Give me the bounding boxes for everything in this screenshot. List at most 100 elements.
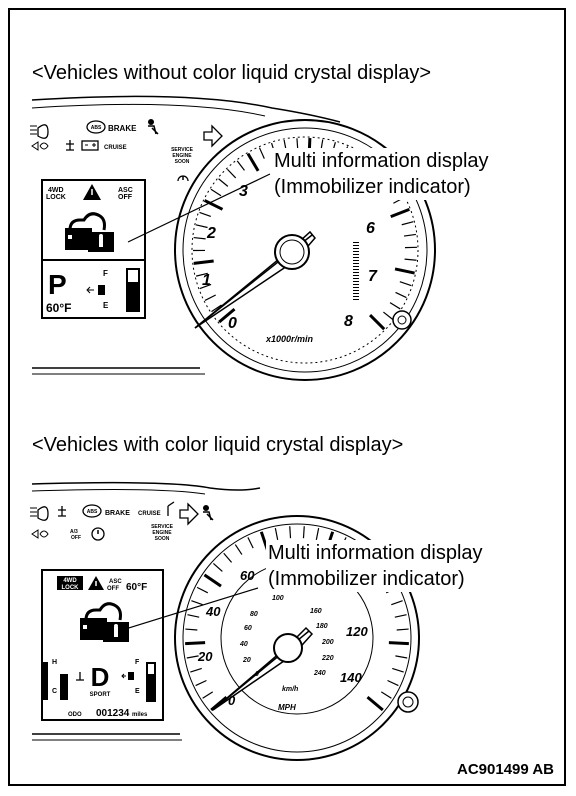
abs-icon: ABS [86,120,106,134]
mph-20: 20 [197,649,213,664]
mph-120: 120 [346,624,368,639]
airbag-icon [148,119,159,135]
cruise-label-2: CRUISE [138,511,161,517]
lock-label-2: LOCK [46,194,66,201]
service-label-b2: ENGINE [152,530,172,536]
gauge-tick [210,188,222,197]
a3-label-2: OFF [71,535,81,541]
gauge-tick [210,695,228,712]
gauge-tick [218,307,236,324]
lock-label-1: 4WD [48,187,64,194]
gauge-tick [223,552,233,563]
gauge-tick [380,691,392,699]
gauge-tick [395,655,408,659]
turn-signal-right-icon [203,124,223,148]
figure-code: AC901499 AB [457,761,554,778]
gauge-tick [394,614,407,618]
lamp-failure-icon [31,141,49,151]
kmh-80: 80 [250,611,258,618]
gauge-tick [196,586,209,594]
tach-3: 3 [239,183,248,200]
kmh-unit: km/h [282,686,298,693]
gauge-tick [403,233,416,237]
gauge-tick [203,199,224,211]
speed-hub [273,633,303,663]
kmh-240: 240 [313,670,326,677]
gauge-tick [246,152,260,172]
asc-label-b2: OFF [107,586,119,592]
gauge-tick [191,600,203,606]
gauge-tick [202,691,214,699]
gauge-tick [391,600,403,606]
bottom-fuel-e: E [135,688,140,695]
top-caption: <Vehicles without color liquid crystal d… [32,62,432,84]
figure-frame: ABS BRAKE CRUISE SERVICE ENGINE SOON [8,8,566,786]
gauge-tick [226,168,237,179]
immobilizer-icon-2 [80,602,129,642]
tach-0: 0 [228,315,237,332]
top-callout-line1: Multi information display [274,150,489,172]
mph-0: 0 [228,693,236,708]
gauge-tick [366,695,384,712]
airbag-icon-2 [203,505,214,521]
top-temp: 60°F [46,301,71,315]
gauge-tick [211,304,222,313]
gauge-tick [396,628,409,631]
odo-value: 001234 [96,708,130,719]
tach-1: 1 [202,272,211,289]
gauge-tick [390,208,410,219]
sport-mode: SPORT [90,692,111,698]
mph-140: 140 [340,670,362,685]
temp-bar [42,662,48,700]
fuel-pump-icon-2 [121,672,134,680]
tpms-icon [177,175,189,182]
gauge-tick [247,537,254,549]
service-label-2: ENGINE [172,153,192,159]
service-label-3: SOON [175,159,190,165]
gauge-tick [199,283,212,290]
fog-light-icon [30,124,49,139]
kmh-0: 0 [255,671,259,678]
engine-temp-icon [66,140,74,151]
bottom-callout: Multi information display (Immobilizer i… [266,540,485,592]
bottom-callout-line1: Multi information display [268,542,483,564]
bottom-fuel-bar [146,662,156,702]
kmh-20: 20 [242,657,251,664]
gauge-tick [401,221,414,226]
temp-h: H [52,659,57,666]
bottom-fuel-f: F [135,659,140,666]
top-gear-indicator: P [48,269,67,300]
gauge-tick [204,294,216,301]
battery-icon-2 [167,501,175,516]
gauge-tick [212,563,223,572]
tach-6: 6 [366,220,375,237]
lock-label-b2: LOCK [62,585,80,591]
gauge-tick [404,258,417,261]
top-callout: Multi information display (Immobilizer i… [272,148,491,200]
bottom-callout-line2: (Immobilizer indicator) [268,568,465,590]
top-callout-line2: (Immobilizer indicator) [274,176,471,198]
service-label-b1: SERVICE [151,524,174,530]
gauge-tick [394,267,415,275]
gauge-tick [388,641,409,646]
top-fuel-e: E [103,301,109,310]
gauge-tick [185,641,206,646]
gauge-tick [399,281,412,287]
kmh-60: 60 [244,625,252,632]
gauge-tick [195,679,207,687]
top-cluster-drawing: ABS BRAKE CRUISE SERVICE ENGINE SOON [30,95,436,761]
gauge-tick [368,313,386,331]
gauge-tick [389,302,401,310]
gauge-tick [236,160,245,171]
master-warning-icon [83,184,101,200]
tach-2: 2 [206,225,216,242]
gauge-tick [387,679,399,687]
gauge-tick [203,573,222,588]
tach-7: 7 [368,268,378,285]
bottom-caption: <Vehicles with color liquid crystal disp… [32,434,404,456]
kmh-200: 200 [321,639,334,646]
top-fuel-f: F [103,269,108,278]
kmh-160: 160 [310,608,322,615]
odo-label: ODO [68,712,82,718]
kmh-100: 100 [272,595,284,602]
